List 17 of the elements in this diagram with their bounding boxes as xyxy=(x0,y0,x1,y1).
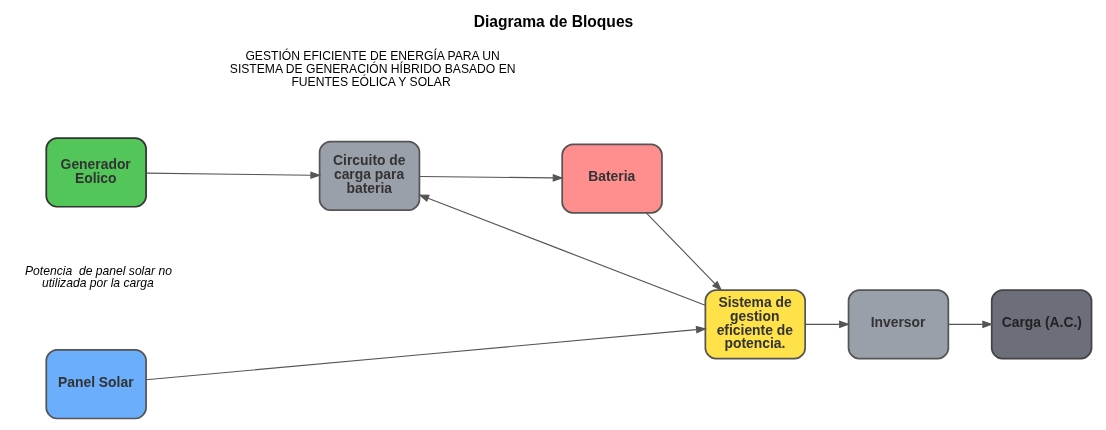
node-box: Bateria xyxy=(560,143,663,214)
node-box: Inversor xyxy=(847,289,949,360)
node-box: Circuito de carga para bateria xyxy=(318,140,420,212)
label: Potencia de panel solar no utilizada por la carga xyxy=(24,264,172,291)
arrow xyxy=(804,320,850,329)
node-box: Sistema de gestion eficiente de potencia. xyxy=(704,289,806,360)
arrow xyxy=(417,194,706,306)
arrow xyxy=(145,325,707,381)
diagram-title: Diagrama de Bloques xyxy=(473,12,633,30)
node-box: Carga (A.C.) xyxy=(990,289,1092,360)
arrow xyxy=(418,174,564,182)
arrow xyxy=(145,171,321,180)
node-box: Generador Eolico xyxy=(44,137,147,208)
arrow xyxy=(947,320,993,329)
node-box: Panel Solar xyxy=(44,349,147,420)
label: GESTIÓN EFICIENTE DE ENERGÍA PARA UN SISTEMA DE GENERACIÓN HÍBRIDO BASADO EN FUENTES EÓLICA Y SOLAR xyxy=(229,49,515,90)
arrow xyxy=(645,212,722,292)
